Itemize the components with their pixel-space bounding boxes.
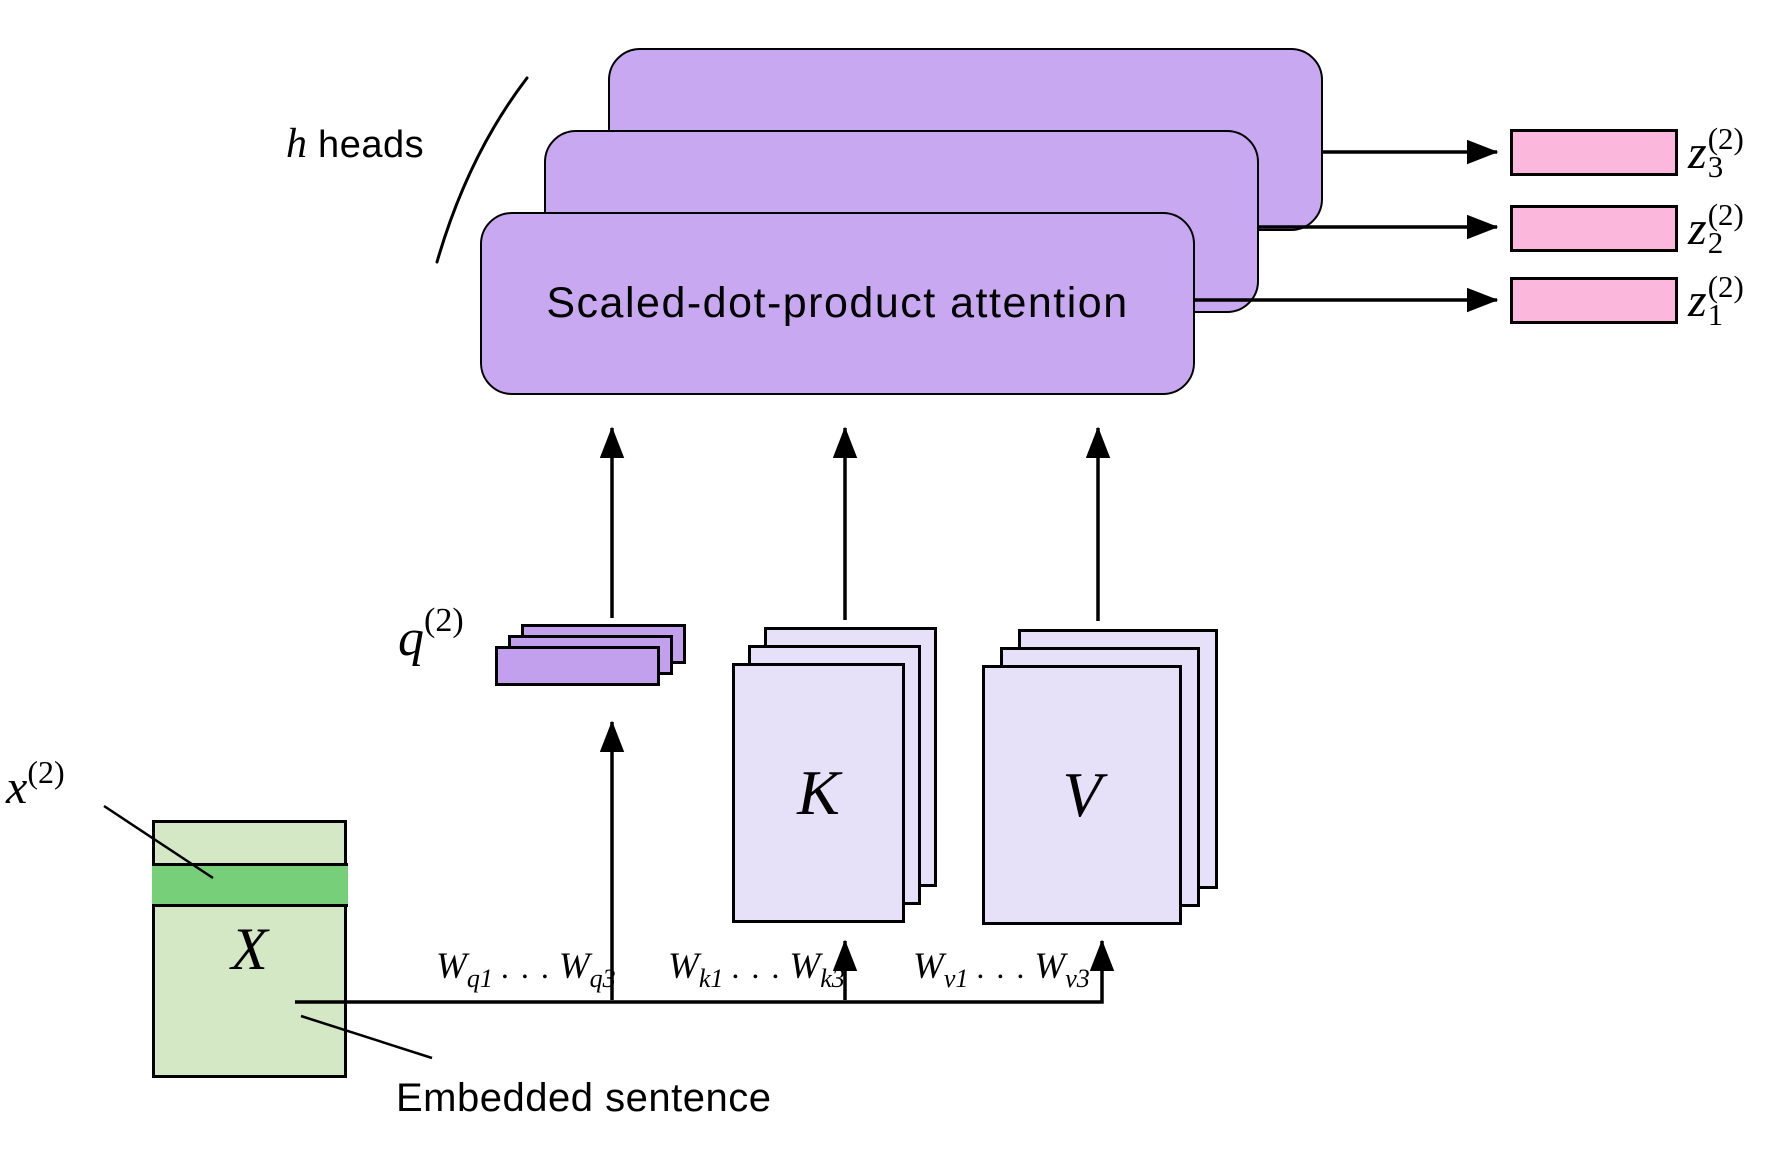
embedded-sentence-caption: Embedded sentence bbox=[396, 1076, 772, 1120]
x-row-label: x(2) bbox=[6, 754, 65, 815]
z2-base: z bbox=[1688, 202, 1707, 255]
z1-sup: (2) bbox=[1707, 269, 1744, 305]
wv3-base: W bbox=[1034, 946, 1066, 987]
wq1-sub: q1 bbox=[466, 964, 493, 993]
q-base: q bbox=[398, 610, 424, 667]
wv1-base: W bbox=[913, 946, 944, 987]
q-sup: (2) bbox=[424, 602, 464, 639]
wk3-base: W bbox=[789, 946, 821, 987]
attention-head-box-1: Scaled-dot-product attention bbox=[480, 212, 1195, 395]
q-vector-layer-1 bbox=[495, 646, 660, 686]
z1-sub: 1 bbox=[1707, 297, 1724, 332]
z2-output-box bbox=[1510, 205, 1678, 252]
wv-dots: . . . bbox=[976, 949, 1027, 985]
x-row-base: x bbox=[6, 761, 28, 814]
x-row-sup: (2) bbox=[27, 754, 65, 790]
wk-weights-label: Wk1. . .Wk3 bbox=[668, 948, 845, 992]
z2-label: z(2)2 bbox=[1688, 194, 1744, 264]
z2-sub: 2 bbox=[1707, 225, 1724, 260]
z3-base: z bbox=[1688, 126, 1707, 179]
h-variable: h bbox=[286, 121, 307, 167]
wq3-sub: q3 bbox=[589, 964, 616, 993]
wq-dots: . . . bbox=[500, 949, 551, 985]
z2-sup: (2) bbox=[1707, 197, 1744, 233]
wv3-sub: v3 bbox=[1065, 964, 1090, 993]
x-matrix-label: X bbox=[231, 916, 268, 982]
wk3-sub: k3 bbox=[820, 964, 845, 993]
z1-output-box bbox=[1510, 277, 1678, 324]
k-matrix-label: K bbox=[797, 757, 840, 828]
v-matrix-layer-1: V bbox=[982, 665, 1182, 925]
z3-label: z(2)3 bbox=[1688, 118, 1744, 188]
h-heads-label: h heads bbox=[286, 120, 424, 168]
wv1-sub: v1 bbox=[943, 964, 969, 993]
heads-text: heads bbox=[307, 124, 425, 166]
wv-weights-label: Wv1. . .Wv3 bbox=[913, 948, 1090, 992]
q-vector-label: q(2) bbox=[398, 602, 464, 668]
z1-label: z(2)1 bbox=[1688, 266, 1744, 336]
z3-sub: 3 bbox=[1707, 149, 1724, 184]
wq1-base: W bbox=[436, 946, 467, 987]
v-matrix-label: V bbox=[1062, 759, 1102, 830]
x-highlighted-row bbox=[151, 863, 348, 907]
x-matrix: X bbox=[151, 820, 348, 1078]
wk1-base: W bbox=[668, 946, 699, 987]
wq3-base: W bbox=[558, 946, 590, 987]
z3-sup: (2) bbox=[1707, 121, 1744, 157]
attention-box-label: Scaled-dot-product attention bbox=[546, 279, 1129, 327]
wk-dots: . . . bbox=[731, 949, 782, 985]
wq-weights-label: Wq1. . .Wq3 bbox=[436, 948, 616, 992]
z1-base: z bbox=[1688, 274, 1707, 327]
wk1-sub: k1 bbox=[698, 964, 724, 993]
k-matrix-layer-1: K bbox=[732, 663, 905, 923]
z3-output-box bbox=[1510, 129, 1678, 176]
